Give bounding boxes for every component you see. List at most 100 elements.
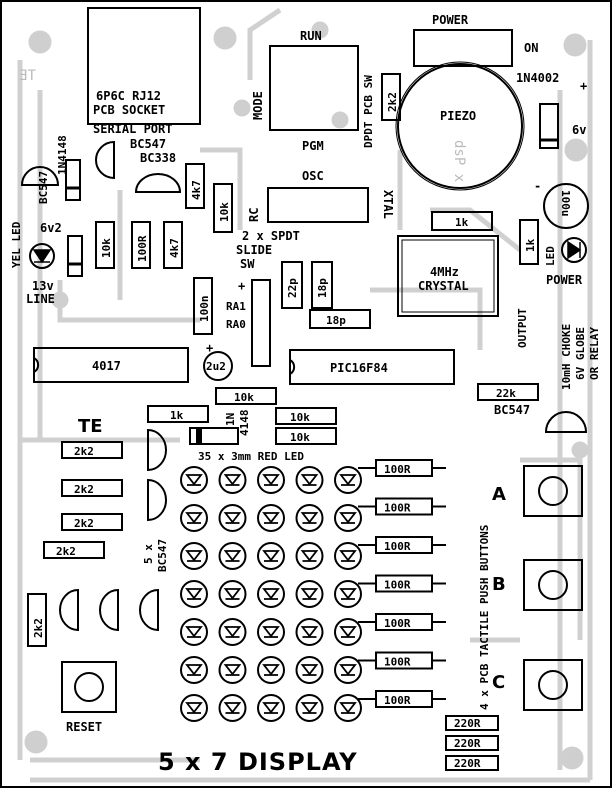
array-label-2: BC547 xyxy=(156,539,169,572)
svg-text:100R: 100R xyxy=(136,235,149,262)
mirrored-logo: TE xyxy=(19,68,36,84)
svg-text:4k7: 4k7 xyxy=(190,180,203,200)
transistor-bc547-output xyxy=(544,411,588,433)
diode-1n4148-mid xyxy=(189,427,239,445)
matrix-led xyxy=(334,580,362,608)
output-globe: 6V GLOBE xyxy=(574,327,587,380)
matrix-led xyxy=(218,618,247,646)
matrix-led xyxy=(180,618,208,646)
mirrored-label: dsP x xyxy=(451,140,467,182)
base-resistors: 2k2 2k2 2k2 2k2 xyxy=(43,441,123,559)
transistor-bc547-mid xyxy=(95,140,115,180)
matrix-led xyxy=(334,618,362,646)
matrix-led xyxy=(180,504,208,532)
svg-text:18p: 18p xyxy=(326,314,346,327)
button-c[interactable] xyxy=(523,659,583,711)
buttons-caption: 4 x PCB TACTILE PUSH BUTTONS xyxy=(478,525,491,710)
svg-text:220R: 220R xyxy=(454,757,481,770)
matrix-led xyxy=(334,542,362,570)
matrix-led xyxy=(180,694,208,722)
line-label-1: 13v xyxy=(32,279,54,293)
matrix-led xyxy=(334,504,362,532)
slide-sw-label-1: 2 x SPDT xyxy=(242,229,300,243)
row-resistor-label: 100R xyxy=(384,579,411,592)
matrix-led xyxy=(218,504,247,532)
matrix-led xyxy=(257,580,285,608)
row-resistors: 100R 100R 100R 100R 100R 100R 100R xyxy=(358,459,446,708)
line-label-2: LINE xyxy=(26,292,55,306)
svg-text:220R: 220R xyxy=(454,737,481,750)
resistor-4k7-top: 4k7 xyxy=(163,221,183,269)
osc-label: OSC xyxy=(302,169,324,183)
dpdt-label: DPDT PCB SW xyxy=(362,75,375,148)
pgm-label: PGM xyxy=(302,139,324,153)
output-label: OUTPUT xyxy=(516,308,529,348)
capacitor-22p: 22p xyxy=(281,261,303,309)
matrix-led xyxy=(257,656,285,684)
svg-text:2k2: 2k2 xyxy=(56,545,76,558)
power-label: POWER xyxy=(432,13,469,27)
row-resistor-label: 100R xyxy=(384,502,411,515)
matrix-led xyxy=(257,542,285,570)
svg-text:10k: 10k xyxy=(218,202,231,222)
bc547-left-label: BC547 xyxy=(37,171,50,204)
matrix-led xyxy=(218,694,247,722)
resistor-10k-mid: 10k xyxy=(215,387,277,405)
button-b-label: B xyxy=(492,574,506,595)
crystal-label-2: CRYSTAL xyxy=(418,279,469,293)
output-relay: OR RELAY xyxy=(588,327,601,380)
serial-port-label: SERIAL PORT xyxy=(93,122,172,136)
matrix-led xyxy=(218,466,247,494)
diode-1n4002 xyxy=(539,103,559,149)
row-resistor-label: 100R xyxy=(384,694,411,707)
cap-minus: - xyxy=(534,179,541,193)
run-label: RUN xyxy=(300,29,322,43)
resistor-2k2-low: 2k2 xyxy=(27,593,47,647)
row-resistor-label: 100R xyxy=(384,463,411,476)
power-on-label: ON xyxy=(524,41,538,55)
row-resistor: 100R xyxy=(358,536,446,554)
transistor-bc547-left xyxy=(20,166,60,186)
piezo-label: PIEZO xyxy=(440,109,476,123)
xtal-label: XTAL xyxy=(381,190,395,219)
matrix-led xyxy=(180,656,208,684)
te-logo: TE xyxy=(78,416,103,437)
ra0-label: RA0 xyxy=(226,318,246,331)
ic-4017 xyxy=(33,347,189,383)
yel-led-label: YEL LED xyxy=(10,221,23,268)
svg-text:2k2: 2k2 xyxy=(32,618,45,638)
button-b[interactable] xyxy=(523,559,583,611)
svg-text:22p: 22p xyxy=(286,278,299,298)
button-a-label: A xyxy=(492,484,506,505)
zener-diode xyxy=(67,235,83,277)
resistor-10k-upper: 10k xyxy=(213,183,233,233)
diode-4148-label: 4148 xyxy=(238,410,251,437)
matrix-led xyxy=(218,656,247,684)
reset-button[interactable] xyxy=(61,661,117,713)
matrix-led xyxy=(257,466,285,494)
yellow-led xyxy=(29,243,55,269)
row-resistor: 100R xyxy=(358,651,446,670)
board-title: 5 x 7 DISPLAY xyxy=(158,748,358,776)
cap-2u2-plus: + xyxy=(206,341,213,355)
led-matrix-label: 35 x 3mm RED LED xyxy=(198,450,304,463)
bc547-mid-label: BC547 xyxy=(130,137,166,151)
row-resistor-label: 100R xyxy=(384,617,411,630)
button-a[interactable] xyxy=(523,465,583,517)
capacitor-18p-horizontal: 18p xyxy=(309,309,371,329)
button-c-label: C xyxy=(492,672,505,693)
matrix-led xyxy=(180,542,208,570)
svg-text:1k: 1k xyxy=(170,409,184,422)
bc547-output-label: BC547 xyxy=(494,403,530,417)
bottom-resistors: 220R 220R 220R xyxy=(445,715,499,771)
row-resistor: 100R xyxy=(358,613,446,631)
svg-text:10k: 10k xyxy=(234,391,254,404)
row-resistor: 100R xyxy=(358,497,446,516)
svg-text:100n: 100n xyxy=(198,296,211,323)
diode-1n4148-label: 1N4148 xyxy=(56,135,69,175)
matrix-led xyxy=(257,618,285,646)
capacitor-2u2 xyxy=(203,351,233,381)
matrix-led xyxy=(295,694,324,722)
row-resistor-label: 100R xyxy=(384,540,411,553)
